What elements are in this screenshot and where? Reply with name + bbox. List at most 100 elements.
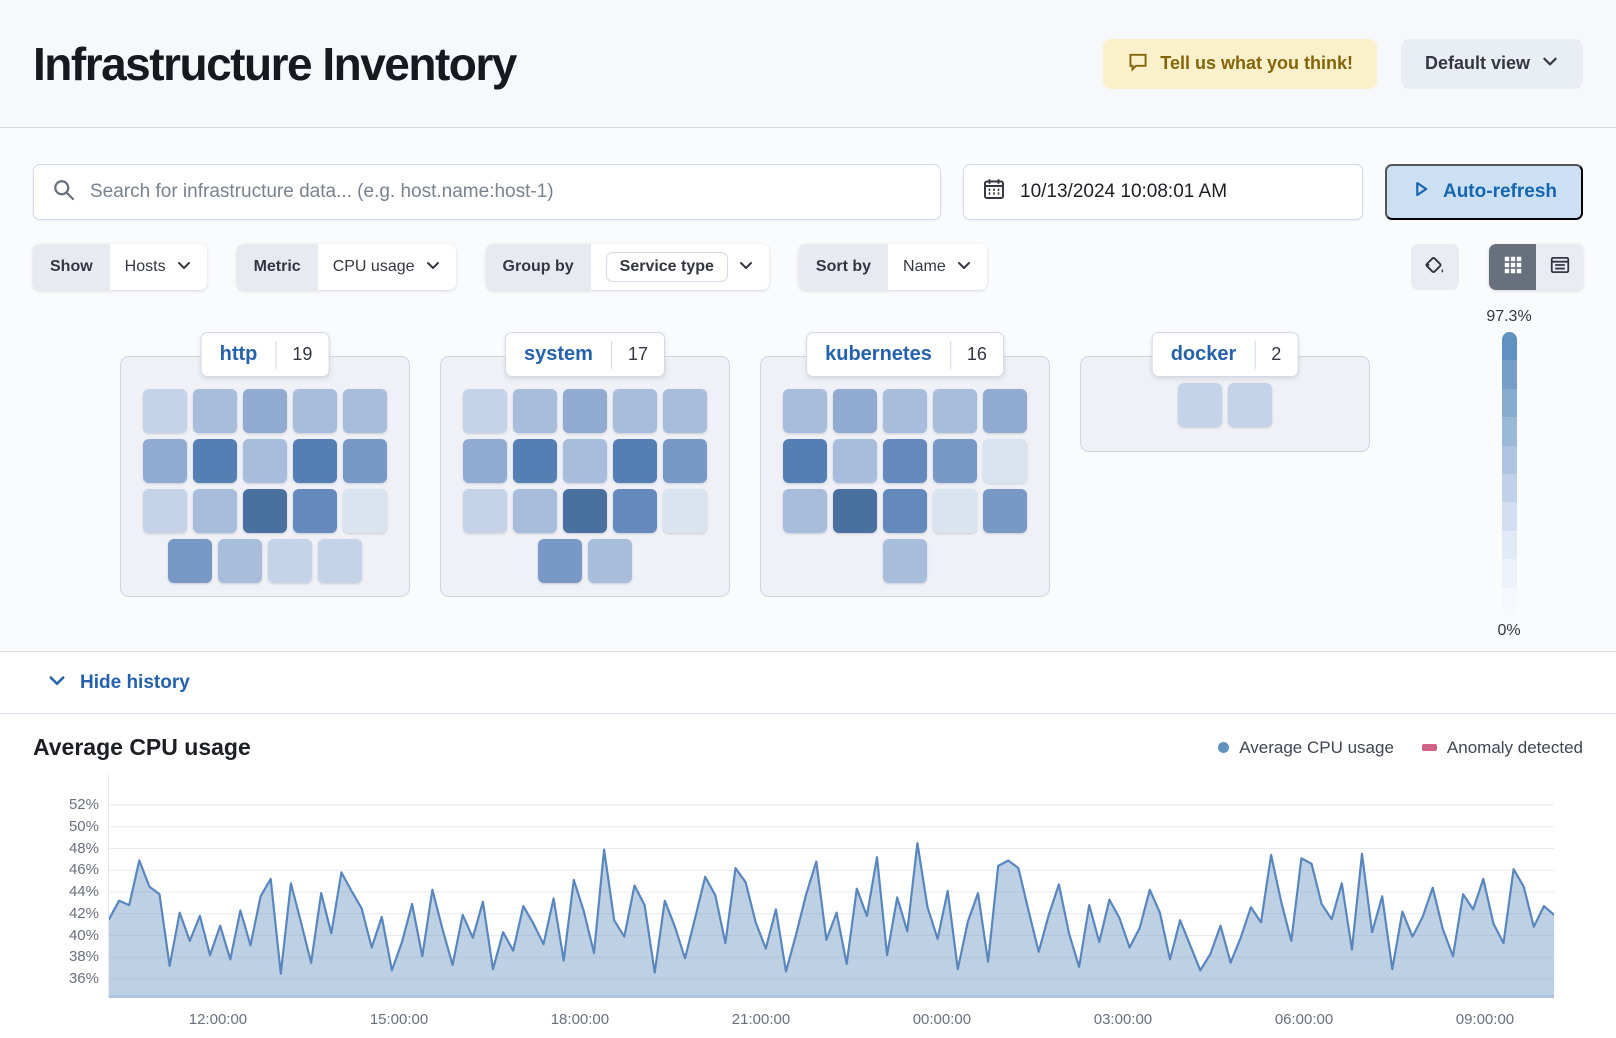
- host-cell[interactable]: [883, 389, 927, 433]
- y-axis-tick: 38%: [33, 948, 99, 965]
- host-cell[interactable]: [293, 439, 337, 483]
- scale-min-label: 0%: [1474, 622, 1544, 640]
- host-cell[interactable]: [783, 439, 827, 483]
- host-cell[interactable]: [1178, 383, 1222, 427]
- host-cell[interactable]: [513, 439, 557, 483]
- host-cell[interactable]: [293, 489, 337, 533]
- chevron-down-icon: [176, 257, 192, 278]
- host-cell[interactable]: [218, 539, 262, 583]
- host-cell[interactable]: [983, 389, 1027, 433]
- group-label-kubernetes[interactable]: kubernetes16: [806, 332, 1004, 377]
- sort-by-filter[interactable]: Sort by Name: [799, 244, 987, 290]
- legend-item-avg-cpu[interactable]: Average CPU usage: [1218, 738, 1394, 758]
- group-by-value-pill[interactable]: Service type: [606, 252, 728, 282]
- host-cell[interactable]: [783, 389, 827, 433]
- search-input[interactable]: [90, 181, 922, 203]
- host-cell[interactable]: [143, 389, 187, 433]
- chart-plot-area[interactable]: [108, 775, 1553, 998]
- group-label-system[interactable]: system17: [505, 332, 665, 377]
- host-cell[interactable]: [783, 489, 827, 533]
- legend-item-anomaly[interactable]: Anomaly detected: [1422, 738, 1583, 758]
- chart-legend: Average CPU usage Anomaly detected: [1218, 738, 1583, 758]
- inventory-section: 10/13/2024 10:08:01 AM Auto-refresh Show…: [0, 128, 1616, 651]
- feedback-button[interactable]: Tell us what you think!: [1103, 39, 1377, 89]
- host-cell[interactable]: [513, 489, 557, 533]
- x-axis-tick: 09:00:00: [1440, 1011, 1530, 1028]
- host-cell[interactable]: [883, 439, 927, 483]
- scale-step: [1502, 474, 1517, 502]
- view-dropdown-button[interactable]: Default view: [1401, 39, 1583, 89]
- host-cell[interactable]: [193, 439, 237, 483]
- color-scale-legend: 97.3% 0%: [1474, 308, 1544, 640]
- group-by-filter[interactable]: Group by Service type: [486, 244, 769, 290]
- host-cell[interactable]: [613, 439, 657, 483]
- host-cell[interactable]: [563, 439, 607, 483]
- host-cell[interactable]: [883, 539, 927, 583]
- legend-anomaly-swatch: [1422, 744, 1437, 751]
- x-axis-tick: 21:00:00: [716, 1011, 806, 1028]
- host-cell[interactable]: [268, 539, 312, 583]
- metric-filter[interactable]: Metric CPU usage: [237, 244, 456, 290]
- group-label-http[interactable]: http19: [201, 332, 330, 377]
- host-cell[interactable]: [613, 389, 657, 433]
- host-cell[interactable]: [563, 389, 607, 433]
- color-scale-bar: [1502, 332, 1517, 616]
- host-cell[interactable]: [933, 439, 977, 483]
- host-cell[interactable]: [1228, 383, 1272, 427]
- y-axis-tick: 42%: [33, 905, 99, 922]
- host-cell[interactable]: [513, 389, 557, 433]
- host-cell[interactable]: [143, 439, 187, 483]
- host-cell[interactable]: [463, 389, 507, 433]
- host-cell[interactable]: [613, 489, 657, 533]
- host-cell[interactable]: [663, 439, 707, 483]
- search-icon: [52, 178, 76, 207]
- grid-view-icon: [1502, 254, 1524, 281]
- host-cell[interactable]: [193, 389, 237, 433]
- toolbar: 10/13/2024 10:08:01 AM Auto-refresh: [0, 128, 1616, 220]
- cpu-usage-chart[interactable]: 52%50%48%46%44%42%40%38%36%12:00:0015:00…: [33, 775, 1583, 1035]
- auto-refresh-button[interactable]: Auto-refresh: [1385, 164, 1583, 220]
- host-cell[interactable]: [463, 439, 507, 483]
- host-cell[interactable]: [933, 389, 977, 433]
- show-filter[interactable]: Show Hosts: [33, 244, 207, 290]
- host-cell[interactable]: [833, 389, 877, 433]
- host-cell[interactable]: [588, 539, 632, 583]
- history-chart-section: Average CPU usage Average CPU usage Anom…: [0, 713, 1616, 1038]
- host-cell[interactable]: [243, 439, 287, 483]
- date-picker[interactable]: 10/13/2024 10:08:01 AM: [963, 164, 1363, 220]
- host-cell[interactable]: [243, 489, 287, 533]
- table-view-button[interactable]: [1536, 244, 1583, 290]
- x-axis-tick: 18:00:00: [535, 1011, 625, 1028]
- chevron-down-icon: [956, 257, 972, 278]
- host-cell[interactable]: [563, 489, 607, 533]
- scale-max-label: 97.3%: [1474, 308, 1544, 326]
- host-cell[interactable]: [833, 489, 877, 533]
- host-cell[interactable]: [318, 539, 362, 583]
- y-axis-tick: 40%: [33, 927, 99, 944]
- host-cell[interactable]: [538, 539, 582, 583]
- hide-history-toggle[interactable]: Hide history: [0, 651, 1616, 713]
- host-cell[interactable]: [933, 489, 977, 533]
- host-cell[interactable]: [663, 489, 707, 533]
- host-cell[interactable]: [343, 439, 387, 483]
- color-palette-button[interactable]: [1411, 244, 1459, 290]
- host-cell[interactable]: [343, 489, 387, 533]
- host-cell[interactable]: [663, 389, 707, 433]
- host-cell[interactable]: [293, 389, 337, 433]
- host-cell[interactable]: [463, 489, 507, 533]
- host-cell[interactable]: [168, 539, 212, 583]
- waffle-map: http19system17kubernetes16docker2: [120, 356, 1616, 597]
- host-cell[interactable]: [883, 489, 927, 533]
- host-cell[interactable]: [983, 439, 1027, 483]
- group-label-docker[interactable]: docker2: [1152, 332, 1299, 377]
- y-axis-tick: 52%: [33, 796, 99, 813]
- grid-view-button[interactable]: [1489, 244, 1536, 290]
- host-cell[interactable]: [193, 489, 237, 533]
- host-cell[interactable]: [243, 389, 287, 433]
- x-axis-tick: 06:00:00: [1259, 1011, 1349, 1028]
- host-cell[interactable]: [983, 489, 1027, 533]
- host-cell[interactable]: [143, 489, 187, 533]
- host-cell[interactable]: [833, 439, 877, 483]
- host-cell[interactable]: [343, 389, 387, 433]
- chevron-down-icon: [47, 670, 67, 695]
